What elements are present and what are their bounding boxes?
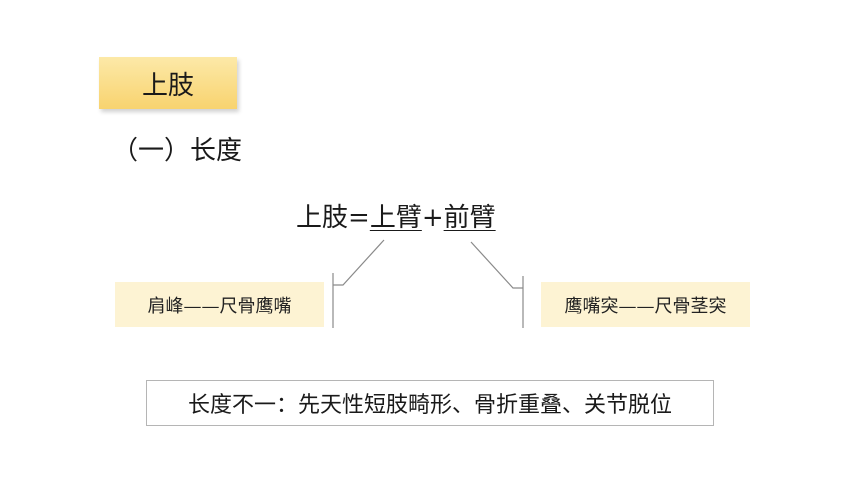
forearm-connector <box>470 241 523 289</box>
forearm-note: 鹰嘴突——尺骨茎突 <box>541 282 750 327</box>
section-label-text: 上肢 <box>141 70 194 101</box>
formula-plus: + <box>421 203 444 233</box>
upper-arm-note: 肩峰——尺骨鹰嘴 <box>115 282 324 327</box>
subtitle: （一）长度 <box>112 136 243 166</box>
upper-arm-note-text: 肩峰——尺骨鹰嘴 <box>147 295 292 317</box>
formula-upper-arm: 上臂 <box>369 203 422 233</box>
summary-text: 长度不一：先天性短肢畸形、骨折重叠、关节脱位 <box>187 393 672 418</box>
forearm-note-text: 鹰嘴突——尺骨茎突 <box>564 295 727 317</box>
formula-equals: = <box>348 203 370 233</box>
upper-arm-connector <box>333 239 385 286</box>
section-label: 上肢 <box>99 57 237 109</box>
formula-whole: 上肢 <box>296 203 349 233</box>
formula-forearm: 前臂 <box>443 203 496 233</box>
summary-box: 长度不一：先天性短肢畸形、骨折重叠、关节脱位 <box>146 380 714 426</box>
formula: 上肢=上臂+前臂 <box>296 201 496 235</box>
